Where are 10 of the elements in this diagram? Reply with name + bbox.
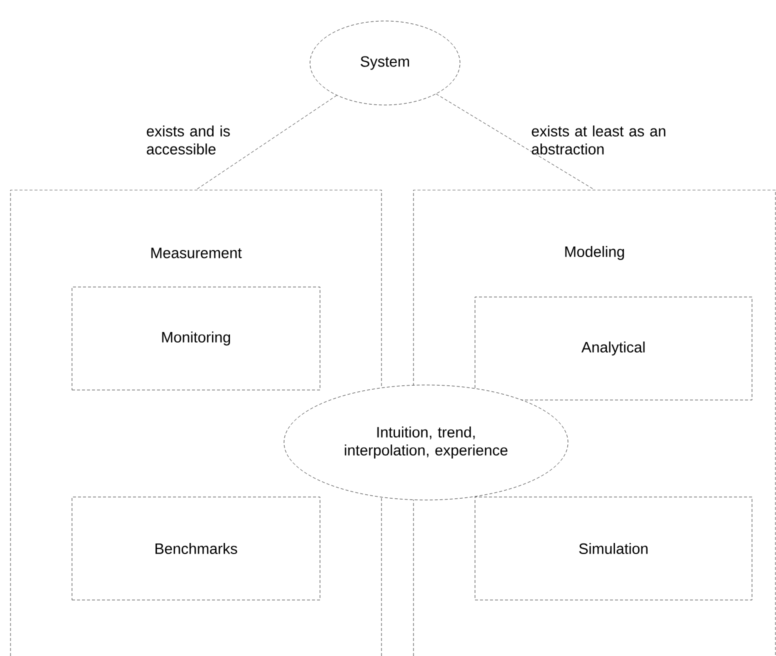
- connector-line: [436, 94, 595, 190]
- connector-line: [196, 95, 337, 190]
- ellipse-node: Intuition, trend, interpolation, experience: [284, 384, 568, 500]
- dashed-box: Monitoring: [72, 286, 320, 390]
- ellipse-node: System: [310, 20, 460, 106]
- dashed-box: Simulation: [474, 496, 752, 600]
- edge-label: exists and is accessible: [146, 125, 230, 154]
- edge-label: exists at least as an abstraction: [532, 125, 666, 154]
- dashed-box: Benchmarks: [72, 496, 320, 600]
- dashed-box: Analytical: [474, 296, 752, 400]
